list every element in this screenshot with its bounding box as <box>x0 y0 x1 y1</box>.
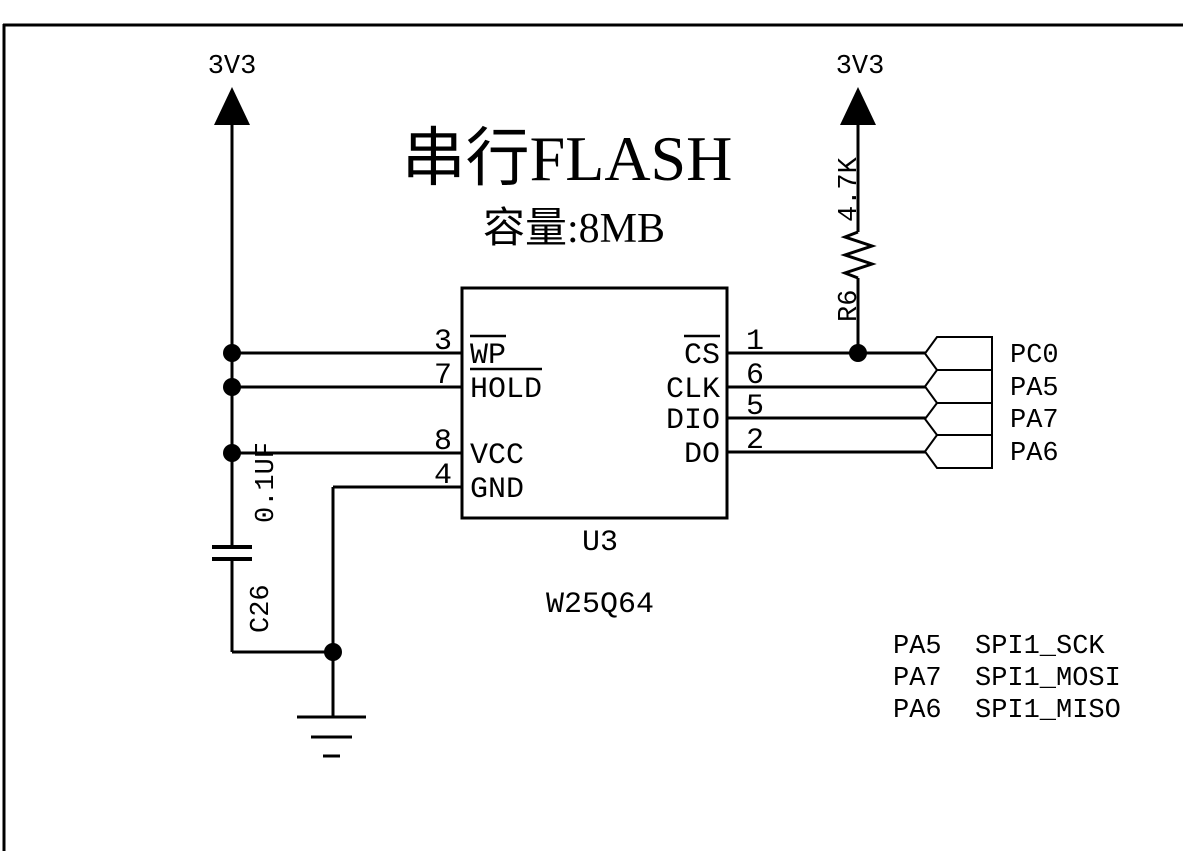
pin-name-dio: DIO <box>666 404 720 438</box>
pin-number-wp: 3 <box>434 325 452 359</box>
table-signal-1: SPI1_MOSI <box>975 664 1121 694</box>
power-label-left: 3V3 <box>208 52 257 82</box>
table-pin-0: PA5 <box>893 632 942 662</box>
resistor-zigzag-icon <box>840 230 877 280</box>
chip-body <box>460 286 729 520</box>
pin-number-vcc: 8 <box>434 425 452 459</box>
power-arrow-icon <box>840 87 876 125</box>
schematic-subtitle: 容量:8MB <box>483 205 665 252</box>
net-label-pc0: PC0 <box>1010 341 1059 371</box>
pin-name-gnd: GND <box>470 473 524 507</box>
chip-part-number: W25Q64 <box>546 588 654 622</box>
net-label-pa7: PA7 <box>1010 406 1059 436</box>
resistor-value: 4.7K <box>835 156 865 222</box>
net-label-pa5: PA5 <box>1010 374 1059 404</box>
pin-number-gnd: 4 <box>434 459 452 493</box>
power-arrow-icon <box>214 87 250 125</box>
table-pin-1: PA7 <box>893 664 942 694</box>
pin-number-clk: 6 <box>746 359 764 393</box>
net-label-pa6: PA6 <box>1010 439 1059 469</box>
pin-name-cs: CS <box>684 339 720 373</box>
power-label-right: 3V3 <box>836 52 885 82</box>
junction-dot <box>223 378 241 396</box>
resistor-refdes: R6 <box>835 290 865 322</box>
junction-dot <box>324 643 342 661</box>
pin-name-clk: CLK <box>666 373 720 407</box>
junction-dot <box>849 344 867 362</box>
net-flag-icon <box>923 336 993 371</box>
pin-name-hold: HOLD <box>470 373 542 407</box>
net-flag-icon <box>923 402 993 436</box>
junction-dot <box>223 344 241 362</box>
pin-number-do: 2 <box>746 424 764 458</box>
capacitor-value: 0.1UF <box>252 442 282 523</box>
pin-number-cs: 1 <box>746 325 764 359</box>
junction-dot <box>223 444 241 462</box>
chip-refdes: U3 <box>582 526 618 560</box>
table-signal-0: SPI1_SCK <box>975 632 1105 662</box>
capacitor-refdes: C26 <box>247 584 277 633</box>
table-pin-2: PA6 <box>893 696 942 726</box>
pin-name-vcc: VCC <box>470 439 524 473</box>
pin-number-dio: 5 <box>746 390 764 424</box>
net-flag-icon <box>923 434 993 469</box>
pin-name-wp: WP <box>470 339 506 373</box>
pin-name-do: DO <box>684 438 720 472</box>
table-signal-2: SPI1_MISO <box>975 696 1121 726</box>
net-flag-icon <box>923 369 993 404</box>
pin-number-hold: 7 <box>434 359 452 393</box>
schematic-title: 串行FLASH <box>402 123 733 194</box>
